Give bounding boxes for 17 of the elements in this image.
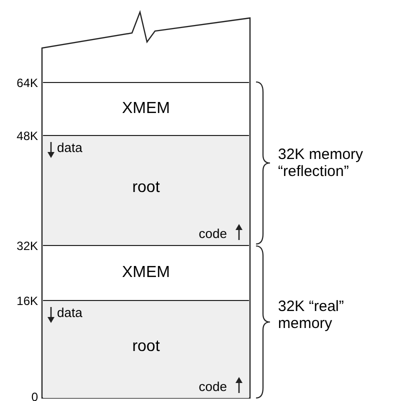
direction-label: data xyxy=(57,305,82,320)
address-label: 64K xyxy=(16,76,38,90)
segment-label: root xyxy=(131,179,161,197)
segment-label: XMEM xyxy=(121,264,171,282)
segment-label: root xyxy=(131,338,161,356)
direction-label: data xyxy=(57,140,82,155)
address-label: 16K xyxy=(16,294,38,308)
memory-segment-shaded xyxy=(43,135,249,245)
memory-segment-shaded xyxy=(43,300,249,398)
address-label: 32K xyxy=(16,239,38,253)
address-label: 0 xyxy=(30,390,38,401)
address-label: 48K xyxy=(16,129,38,143)
bracket-note: 32K memory “reflection” xyxy=(278,146,364,180)
segment-label: XMEM xyxy=(121,100,171,118)
bracket-note: 32K “real” memory xyxy=(278,298,345,332)
direction-label: code xyxy=(198,379,227,394)
direction-label: code xyxy=(198,226,227,241)
